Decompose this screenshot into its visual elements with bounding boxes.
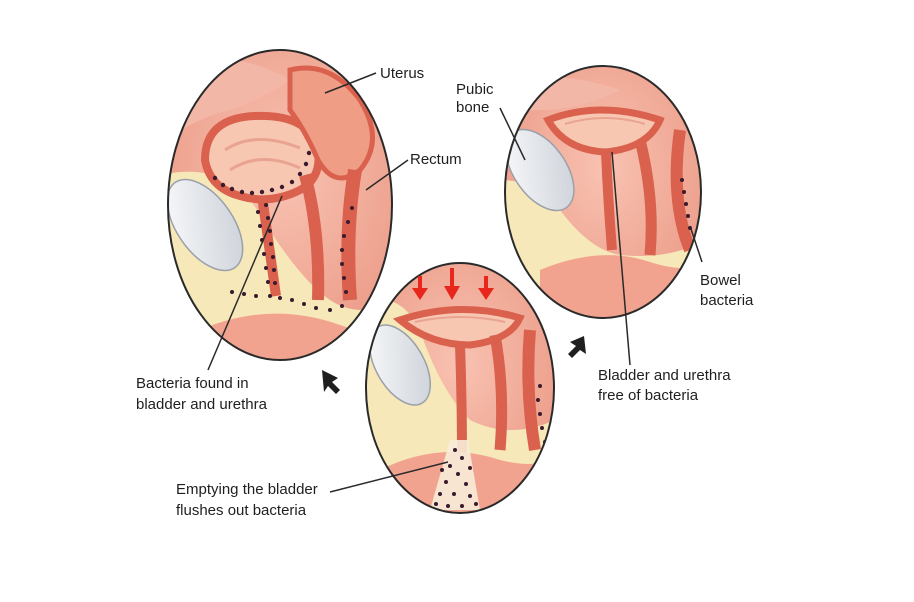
label-uterus: Uterus (380, 65, 424, 82)
pubic-bone (168, 178, 244, 272)
label-pubic-bone-1: Pubic (456, 81, 494, 98)
label-bowel-bacteria-1: Bowel (700, 272, 741, 289)
bacteria-dots (212, 150, 354, 312)
label-bladder-free-2: free of bacteria (598, 387, 699, 404)
arrow-icon (322, 370, 340, 394)
down-arrow-icon (412, 268, 494, 300)
label-bacteria-found-1: Bacteria found in (136, 375, 249, 392)
label-bacteria-found-2: bladder and urethra (136, 396, 268, 413)
label-bladder-free-1: Bladder and urethra (598, 367, 731, 384)
bacteria-dots (434, 384, 547, 508)
leader-lines (207, 72, 703, 493)
rectum (341, 168, 362, 301)
arrow-icon (568, 336, 586, 358)
label-emptying-1: Emptying the bladder (176, 481, 318, 498)
panel-infected (167, 49, 393, 361)
uterus (287, 65, 375, 181)
panel-clean (504, 65, 702, 319)
label-bowel-bacteria-2: bacteria (700, 292, 754, 309)
label-emptying-2: flushes out bacteria (176, 502, 307, 519)
label-rectum: Rectum (410, 151, 462, 168)
panel-emptying (365, 262, 555, 514)
label-pubic-bone-2: bone (456, 99, 489, 116)
